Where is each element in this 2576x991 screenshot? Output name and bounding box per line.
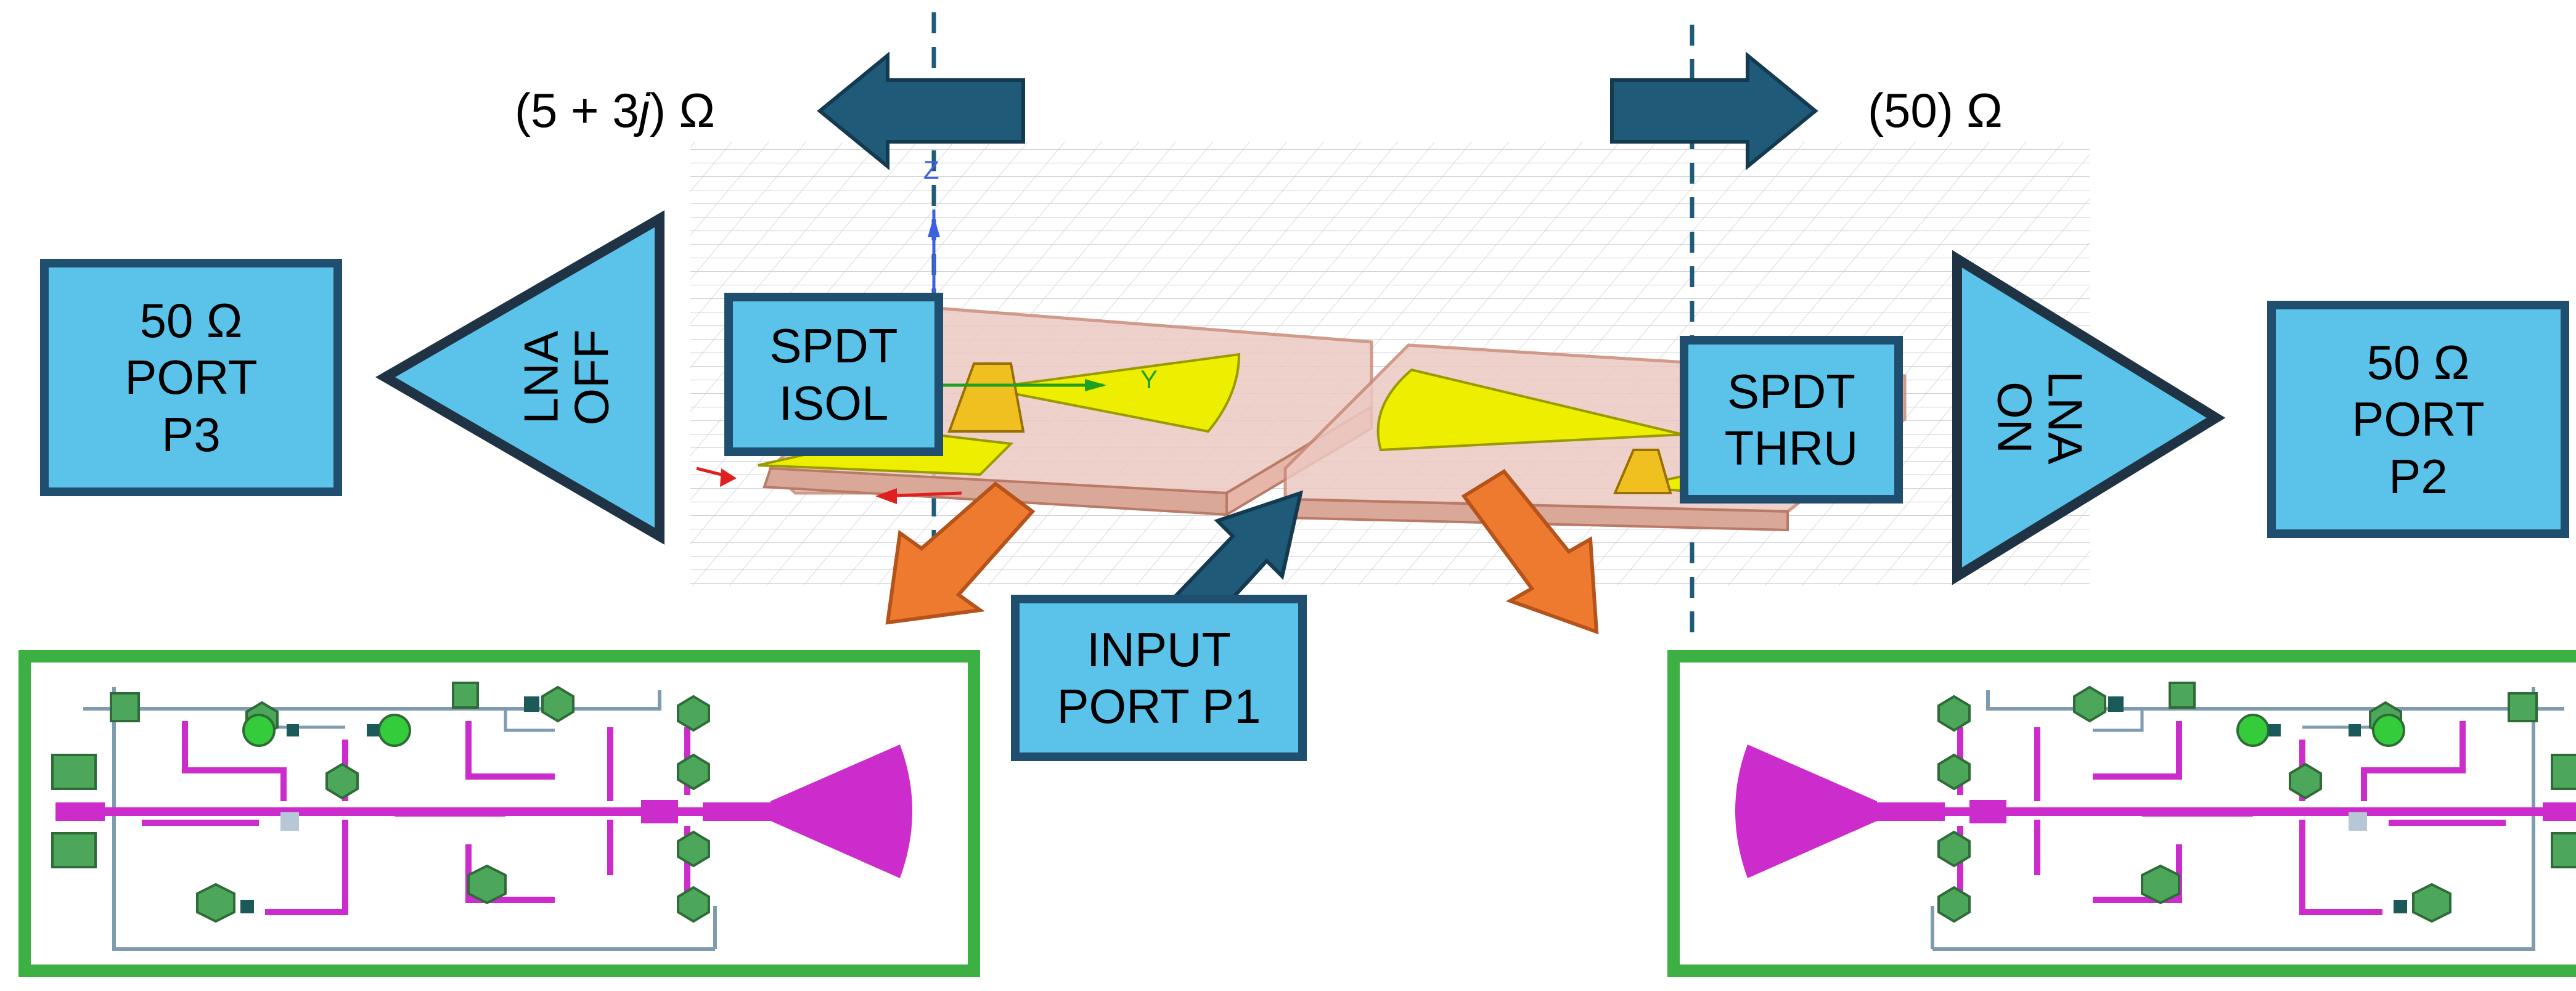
orange-arrow-right [1461,469,1599,635]
spdt-isol-line-1: SPDT [769,319,898,373]
port-p3-box: 50 Ω PORT P3 [40,259,342,496]
right-circuit-layout [1667,650,2576,977]
axis-z-label: Z [923,155,939,184]
spdt-isol-line-2: ISOL [779,375,889,430]
lna-on-line-2: ON [1987,381,2042,454]
left-direction-arrow [817,51,1025,171]
lna-off-line-2: OFF [564,329,619,426]
port-p2-line-2: PORT [2352,392,2485,447]
port-p3-line-1: 50 Ω [139,293,243,348]
spdt-thru-line-2: THRU [1724,421,1858,475]
port-p2-line-3: P2 [2389,449,2448,504]
right-direction-arrow [1610,51,1818,171]
spdt-thru-line-1: SPDT [1727,364,1856,418]
impedance-right-label: (50) Ω [1868,83,2003,137]
input-port-line-1: INPUT [1087,622,1231,677]
impedance-left-label: (5 + 3j) Ω [515,83,715,137]
lna-off-line-1: LNA [513,330,568,425]
port-p3-line-3: P3 [162,407,221,462]
spdt-isol-box: SPDT ISOL [724,293,943,456]
port-p2-line-1: 50 Ω [2366,335,2470,390]
port-p3-line-2: PORT [125,350,258,405]
spdt-thru-box: SPDT THRU [1680,336,1903,504]
axis-y-label: Y [1140,365,1158,394]
lna-on-label: LNA ON [1976,338,2093,498]
orange-arrow-left [885,481,1036,625]
lna-on-triangle [1952,250,2226,585]
lna-on-line-1: LNA [2038,370,2093,465]
input-port-box: INPUT PORT P1 [1011,595,1307,761]
lna-off-triangle [375,210,664,545]
port-p2-box: 50 Ω PORT P2 [2267,301,2569,538]
lna-off-label: LNA OFF [513,298,631,458]
left-circuit-layout [18,650,980,977]
input-port-line-2: PORT P1 [1057,679,1261,733]
